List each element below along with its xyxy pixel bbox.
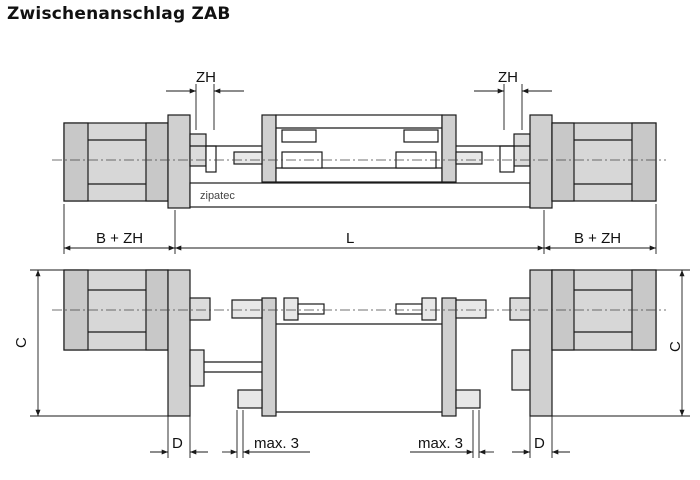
d-label-left: D — [172, 435, 183, 452]
d-dimension-right — [512, 416, 570, 458]
right-cylinder-top — [551, 122, 657, 202]
zh-label-right: ZH — [498, 69, 518, 86]
left-endplate-side — [167, 269, 191, 417]
right-fitting-side — [509, 297, 531, 321]
left-fitting-side — [189, 297, 211, 321]
brand-label: zipatec — [200, 190, 235, 202]
left-fitting-top — [189, 133, 262, 173]
carriage-plate-right-side — [441, 297, 457, 417]
top-view — [52, 114, 666, 209]
l-label: L — [346, 230, 354, 247]
zh-label-left: ZH — [196, 69, 216, 86]
c-label-right: C — [667, 341, 684, 352]
left-endplate-top — [167, 114, 191, 209]
max3-label-left: max. 3 — [254, 435, 299, 452]
b-plus-zh-label-right: B + ZH — [574, 230, 621, 247]
right-endplate-side — [529, 269, 553, 417]
carriage-plate-left-side — [261, 297, 277, 417]
zh-dimension-left — [166, 84, 244, 130]
right-mount-side — [511, 349, 531, 391]
side-view — [52, 269, 666, 417]
c-dimension-right — [552, 269, 690, 417]
left-mount-side — [189, 349, 262, 387]
c-dimension-left — [30, 269, 168, 417]
b-plus-zh-label-left: B + ZH — [96, 230, 143, 247]
c-label-left: C — [13, 337, 30, 348]
d-label-right: D — [534, 435, 545, 452]
max3-dimension-left — [222, 410, 310, 458]
guide-rail-top — [189, 182, 531, 208]
max3-dimension-right — [410, 410, 494, 458]
max3-label-right: max. 3 — [418, 435, 463, 452]
page-title: Zwischenanschlag ZAB — [7, 4, 231, 24]
right-fitting-top — [456, 133, 531, 173]
carriage-top — [233, 114, 483, 183]
zh-dimension-right — [474, 84, 552, 130]
right-cylinder-side — [551, 269, 657, 351]
stop-screws-side — [231, 297, 487, 409]
length-dimensions — [63, 204, 657, 254]
d-dimension-left — [150, 416, 208, 458]
left-cylinder-top — [63, 122, 169, 202]
right-endplate-top — [529, 114, 553, 209]
